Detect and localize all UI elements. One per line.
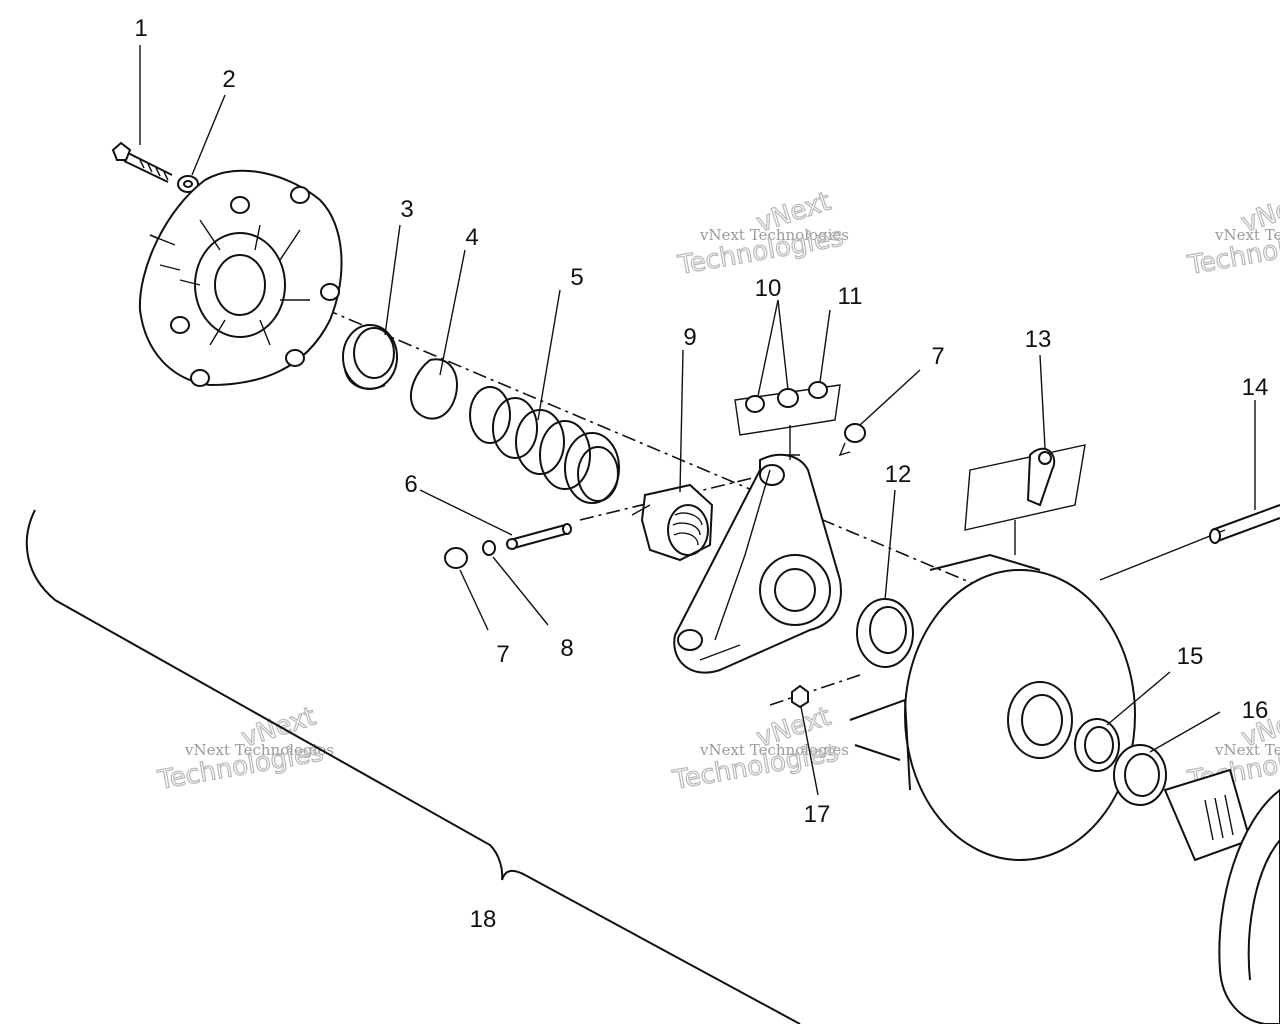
axis-line-right [1099, 529, 1226, 581]
spider-arm-part [673, 425, 842, 674]
watermark-small: vNext Technologies [1214, 741, 1280, 759]
sheave-bushing-part [1074, 718, 1120, 772]
callout-15: 15 [1177, 643, 1204, 670]
callout-7-lower: 7 [496, 641, 509, 668]
callout-18: 18 [470, 906, 497, 933]
watermark-mid-bottom: vNext vNext Technologies Technologies [669, 701, 849, 797]
spring-part [469, 386, 620, 504]
thrust-washer-part [856, 598, 914, 668]
long-bolt-part [1209, 504, 1280, 544]
callout-3: 3 [400, 196, 413, 223]
callout-11: 11 [838, 283, 863, 310]
washer-part [177, 175, 199, 193]
callout-5: 5 [570, 264, 583, 291]
watermark-mid-top: vNext vNext Technologies Technologies [674, 186, 849, 282]
watermark-small: vNext Technologies [699, 741, 849, 759]
nut-part [791, 684, 809, 709]
watermark-right-top: vNext vNext Technologies Technologies [1184, 186, 1280, 282]
callout-4: 4 [465, 224, 478, 251]
leader-lines [139, 45, 1256, 796]
small-washer-part [482, 540, 496, 556]
callout-6: 6 [404, 471, 417, 498]
roller-part [838, 423, 866, 457]
callout-16: 16 [1242, 697, 1269, 724]
spring-retainer-part [631, 483, 714, 562]
pin-part [506, 523, 572, 550]
callout-12: 12 [885, 461, 912, 488]
ring-part [342, 324, 398, 390]
callout-17: 17 [804, 801, 831, 828]
callout-7-upper: 7 [931, 343, 944, 370]
cap-part [444, 547, 468, 569]
shaft-washer-part [1113, 744, 1167, 806]
callout-10: 10 [755, 275, 782, 302]
cam-bracket-part [964, 444, 1086, 555]
callout-9: 9 [683, 324, 696, 351]
callout-labels: 1 2 3 4 5 6 7 7 8 9 10 11 12 13 14 15 16… [134, 15, 1268, 933]
watermark-left-bottom: vNext vNext Technologies Technologies [154, 701, 334, 797]
nut-axis-line [769, 674, 861, 706]
movable-sheave-part [849, 553, 1136, 861]
snap-ring-part [410, 358, 458, 420]
center-axis-line [149, 234, 1001, 596]
watermark-small: vNext Technologies [184, 741, 334, 759]
callout-14: 14 [1242, 374, 1269, 401]
callout-8: 8 [560, 635, 573, 662]
bolt-part [111, 141, 173, 183]
cover-plate-part [138, 169, 343, 387]
watermark-small: vNext Technologies [699, 226, 849, 244]
callout-2: 2 [222, 66, 235, 93]
callout-1: 1 [134, 15, 147, 42]
pin-axis-line [579, 474, 766, 521]
fixed-sheave-part [1163, 768, 1280, 1024]
assembly-bracket [25, 509, 801, 1024]
watermark-small: vNext Technologies [1214, 226, 1280, 244]
callout-13: 13 [1025, 326, 1052, 353]
